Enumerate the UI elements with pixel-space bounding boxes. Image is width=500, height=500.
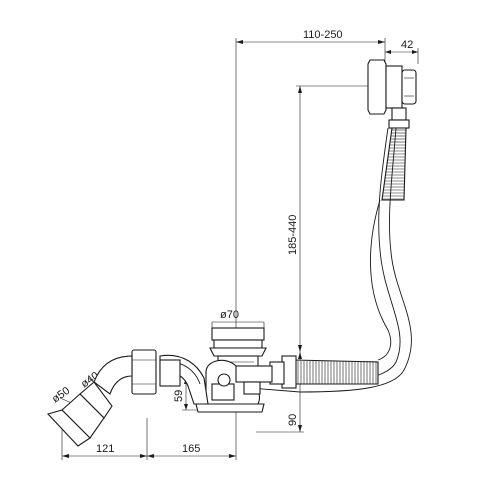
label-waste-height: 90 [287, 414, 299, 426]
overflow-head [367, 59, 417, 129]
elbow-outlet [46, 349, 157, 447]
label-waste-diameter: ø70 [220, 309, 239, 321]
label-trap-height: 59 [173, 390, 185, 402]
horizontal-corrugated-hose [269, 355, 379, 389]
label-outlet-diameter-50: ø50 [50, 385, 72, 406]
waste-body [195, 359, 273, 413]
label-overflow-width: 42 [401, 39, 413, 51]
label-waste-to-outlet: 165 [182, 443, 200, 455]
trap-pipe [159, 354, 209, 405]
label-overflow-reach: 110-250 [303, 29, 343, 41]
label-overflow-height: 185-440 [287, 215, 299, 255]
overflow-corrugated-hose [381, 127, 407, 201]
label-outlet-offset: 121 [96, 443, 114, 455]
